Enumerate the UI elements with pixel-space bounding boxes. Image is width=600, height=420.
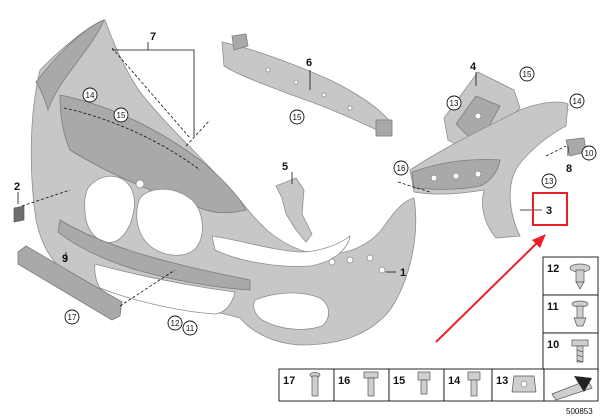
panel-arrow-icon — [551, 376, 593, 401]
svg-text:15: 15 — [117, 111, 126, 120]
svg-text:14: 14 — [573, 97, 582, 106]
svg-text:11: 11 — [186, 324, 195, 333]
circled-callout-13-four: 13 — [446, 95, 462, 111]
bumper-trim-panel — [30, 19, 417, 346]
hardware-label-16: 16 — [338, 375, 350, 387]
license-plate-base — [17, 245, 123, 321]
right-side-trim — [409, 101, 569, 239]
clip-two — [13, 205, 25, 223]
hardware-label-17: 17 — [283, 375, 295, 387]
circled-callout-12-bottom: 12 — [167, 315, 183, 331]
callout-1: 1 — [400, 267, 406, 279]
circled-callout-15-left: 15 — [113, 107, 129, 123]
rivet-icon — [309, 372, 321, 397]
hardware-label-10: 10 — [547, 339, 559, 351]
circled-callout-15-four: 15 — [519, 66, 535, 82]
svg-text:10: 10 — [585, 149, 594, 158]
callout-3: 3 — [546, 205, 552, 217]
bolt-icon — [363, 371, 379, 397]
expanding-rivet-icon — [571, 300, 589, 327]
svg-text:17: 17 — [68, 313, 77, 322]
circled-callout-15-six: 15 — [289, 109, 305, 125]
highlight-arrow — [435, 234, 546, 343]
nut-screw-icon — [417, 371, 431, 395]
svg-text:15: 15 — [523, 70, 532, 79]
highlight-box — [532, 192, 568, 226]
svg-text:12: 12 — [171, 319, 180, 328]
hardware-label-12: 12 — [547, 263, 559, 275]
hex-bolt-icon — [467, 371, 481, 397]
circled-callout-10-right: 10 — [581, 145, 597, 161]
callout-2: 2 — [14, 181, 20, 193]
svg-text:14: 14 — [86, 91, 95, 100]
circled-callout-11-bottom: 11 — [182, 320, 198, 336]
callout-6: 6 — [306, 57, 312, 69]
hardware-label-13: 13 — [496, 375, 508, 387]
svg-text:13: 13 — [450, 99, 459, 108]
hardware-label-15: 15 — [393, 375, 405, 387]
svg-text:16: 16 — [397, 164, 406, 173]
callout-5: 5 — [282, 161, 288, 173]
svg-text:13: 13 — [545, 177, 554, 186]
clip-nut-icon — [511, 375, 537, 393]
svg-text:15: 15 — [293, 113, 302, 122]
circled-callout-14-left: 14 — [82, 87, 98, 103]
circled-callout-17-bottom: 17 — [64, 309, 80, 325]
callout-7: 7 — [150, 31, 156, 43]
callout-9: 9 — [62, 253, 68, 265]
callout-8: 8 — [566, 163, 572, 175]
push-clip-icon — [569, 263, 591, 290]
bumper-carrier — [221, 33, 393, 137]
bracket-five — [275, 177, 313, 243]
screw-icon — [571, 339, 589, 363]
circled-callout-14-right: 14 — [569, 93, 585, 109]
circled-callout-13-right: 13 — [541, 173, 557, 189]
side-hardware-column: 12 11 10 — [542, 256, 599, 371]
hardware-label-11: 11 — [547, 301, 559, 313]
diagram-id: 500853 — [566, 407, 593, 416]
callout-4: 4 — [470, 61, 477, 73]
bottom-hardware-row: 17 16 15 14 13 — [278, 368, 599, 402]
circled-callout-16-right: 16 — [393, 160, 409, 176]
hardware-label-14: 14 — [448, 375, 461, 387]
